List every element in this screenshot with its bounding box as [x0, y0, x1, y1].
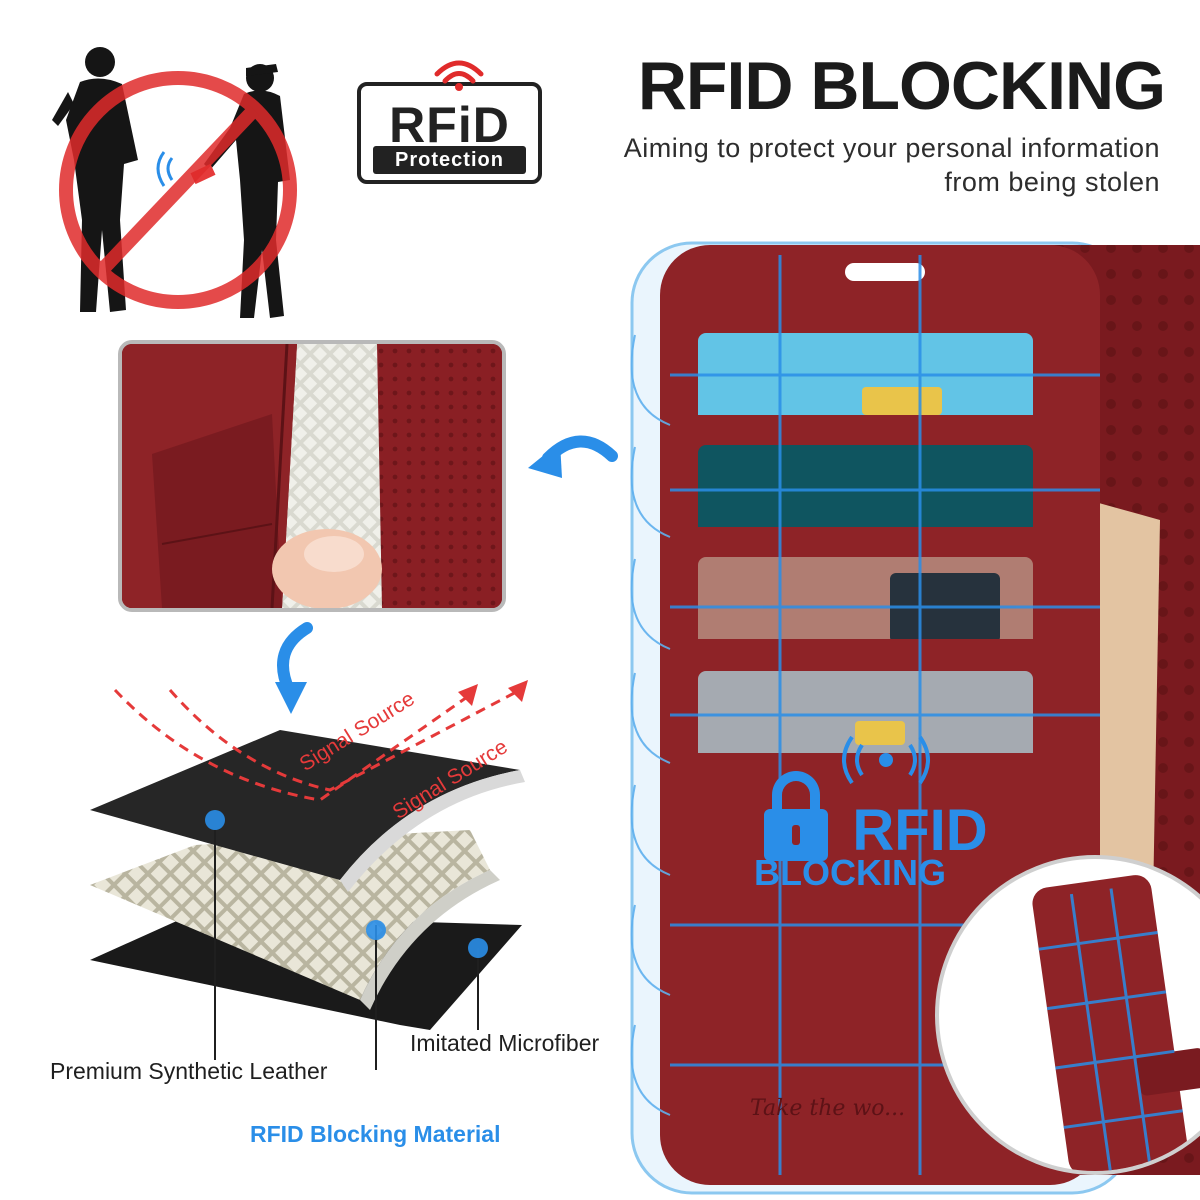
- badge-main-text: RFiD: [389, 97, 510, 153]
- zoomed-lining-photo: [118, 340, 506, 612]
- leather-layer-label: Premium Synthetic Leather: [50, 1058, 328, 1084]
- rfid-protection-badge: RFiD Protection: [357, 60, 542, 184]
- arrow-down-icon: [275, 622, 313, 714]
- signal-waves-icon: [156, 151, 174, 187]
- prohibited-icon: [59, 71, 297, 309]
- embossed-slogan: Take the wo...: [750, 1096, 905, 1121]
- subtitle-line-2: from being stolen: [944, 167, 1160, 197]
- wireless-signal-icon: [434, 60, 484, 91]
- card-4: [698, 671, 1033, 763]
- layer-diagram: [90, 680, 528, 1070]
- rfid-stamp-text: RFID: [852, 798, 987, 863]
- rfid-layer-label: RFID Blocking Material: [250, 1121, 501, 1147]
- arrow-left-icon: [528, 435, 618, 478]
- no-skimming-illustration: [52, 47, 297, 318]
- blocking-stamp-text: BLOCKING: [754, 852, 946, 893]
- signal-dashes: [113, 688, 521, 802]
- wireless-signal-icon-2: [842, 735, 930, 785]
- rfid-shield-grid: [670, 255, 1100, 1175]
- microfiber-layer-label: Imitated Microfiber: [410, 1030, 600, 1056]
- card-1: [698, 333, 1033, 425]
- badge-sub-text: Protection: [373, 146, 526, 174]
- subtitle-line-1: Aiming to protect your personal informat…: [623, 133, 1160, 163]
- page-title: RFID BLOCKING: [637, 48, 1166, 124]
- closed-wallet-inset: [935, 855, 1200, 1175]
